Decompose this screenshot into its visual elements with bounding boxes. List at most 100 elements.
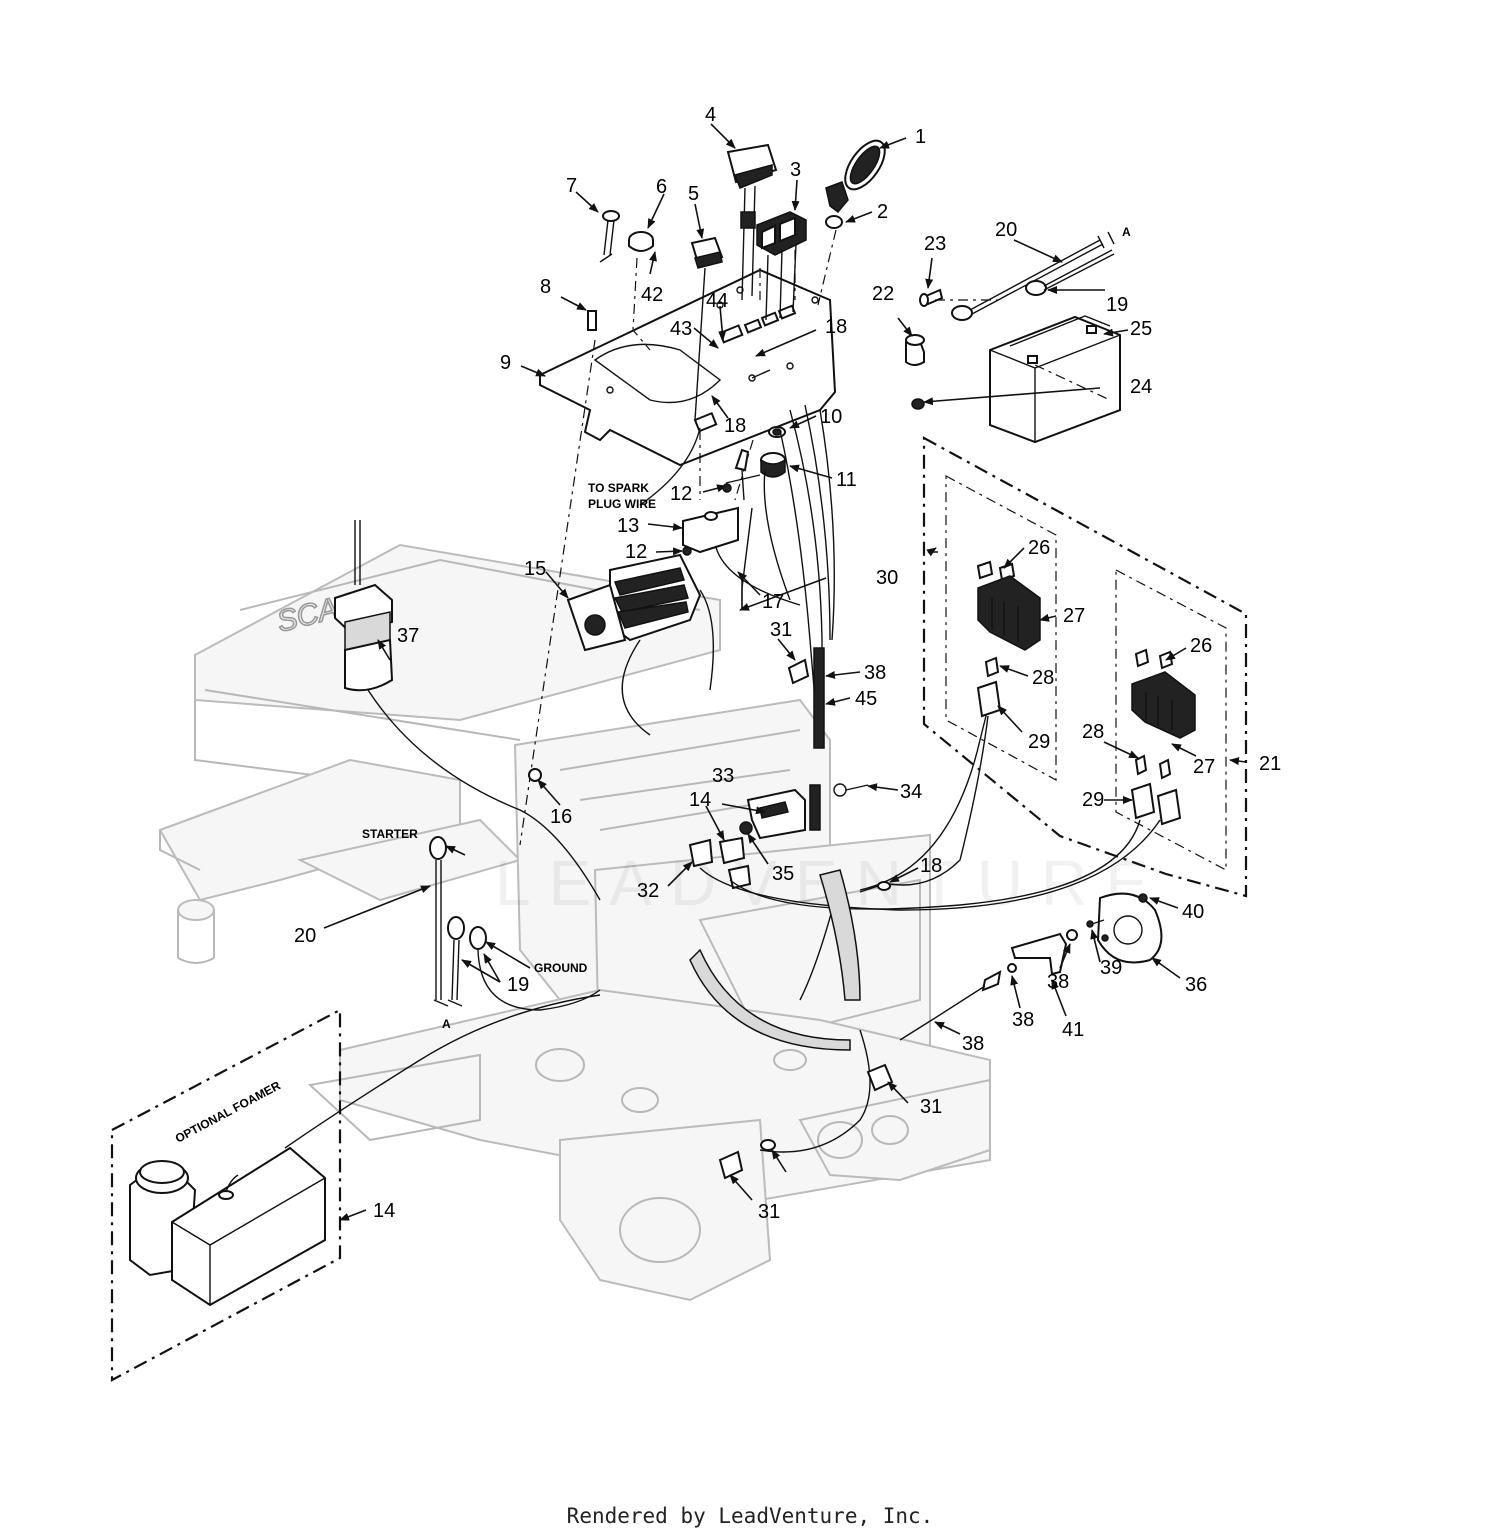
callout-20-lower: 20 bbox=[294, 925, 316, 947]
note-spark-line2: PLUG WIRE bbox=[588, 497, 656, 511]
callout-30: 30 bbox=[876, 567, 898, 589]
footer-credit: Rendered by LeadVenture, Inc. bbox=[566, 1504, 934, 1528]
callout-37: 37 bbox=[397, 625, 419, 647]
callout-31-mid: 31 bbox=[920, 1096, 942, 1118]
callout-9: 9 bbox=[500, 352, 511, 374]
callout-2: 2 bbox=[877, 201, 888, 223]
spark-plug-wire bbox=[639, 427, 701, 506]
callout-31-upper: 31 bbox=[770, 619, 792, 641]
battery-cables-upper bbox=[951, 231, 1115, 321]
frame-nut bbox=[528, 768, 542, 782]
callout-15: 15 bbox=[524, 558, 546, 580]
callout-28-right: 28 bbox=[1082, 721, 1104, 743]
callout-26-right: 26 bbox=[1190, 635, 1212, 657]
callout-5: 5 bbox=[688, 183, 699, 205]
note-ref-a-bottom: A bbox=[442, 1017, 451, 1031]
callout-23: 23 bbox=[924, 233, 946, 255]
callout-17: 17 bbox=[762, 591, 784, 613]
wiring-main bbox=[284, 699, 1161, 1153]
callout-22: 22 bbox=[872, 283, 894, 305]
callout-38-washer: 38 bbox=[1012, 1009, 1034, 1031]
optional-foamer-outline bbox=[110, 1008, 342, 1382]
callout-32: 32 bbox=[637, 880, 659, 902]
hour-meter bbox=[726, 143, 778, 301]
callout-29-left: 29 bbox=[1028, 731, 1050, 753]
callout-38-harness: 38 bbox=[864, 662, 886, 684]
callout-41: 41 bbox=[1062, 1019, 1084, 1041]
callout-36: 36 bbox=[1185, 974, 1207, 996]
note-starter: STARTER bbox=[362, 827, 418, 841]
note-spark-line1: TO SPARK bbox=[588, 481, 649, 495]
callout-28-left: 28 bbox=[1032, 667, 1054, 689]
callout-1: 1 bbox=[915, 126, 926, 148]
callout-25: 25 bbox=[1130, 318, 1152, 340]
callout-35: 35 bbox=[772, 863, 794, 885]
indicator-module bbox=[690, 236, 724, 421]
callout-19-upper: 19 bbox=[1106, 294, 1128, 316]
battery bbox=[989, 315, 1121, 444]
callout-18-panel-top: 18 bbox=[825, 316, 847, 338]
cable-mount-assembly bbox=[899, 892, 1163, 1041]
callout-4: 4 bbox=[705, 104, 716, 126]
grommet bbox=[768, 426, 786, 438]
callout-7: 7 bbox=[566, 175, 577, 197]
choke-cable bbox=[599, 210, 620, 263]
callout-29-right: 29 bbox=[1082, 789, 1104, 811]
callout-31-lower: 31 bbox=[758, 1201, 780, 1223]
callout-13: 13 bbox=[617, 515, 639, 537]
callout-27-right: 27 bbox=[1193, 756, 1215, 778]
callout-26-left: 26 bbox=[1028, 537, 1050, 559]
key-fob bbox=[825, 139, 886, 229]
callout-24: 24 bbox=[1130, 376, 1152, 398]
panel-bolt bbox=[587, 310, 597, 331]
callout-14-foamer: 14 bbox=[373, 1200, 395, 1222]
throttle-knob bbox=[628, 231, 654, 252]
callout-38-cable: 38 bbox=[962, 1033, 984, 1055]
callout-12-lower: 12 bbox=[625, 541, 647, 563]
callout-18-tower: 18 bbox=[920, 855, 942, 877]
callout-numbers: 1 2 3 4 5 6 7 8 9 10 11 12 12 13 14 14 1… bbox=[294, 104, 1281, 1223]
fuse-set-right bbox=[1130, 648, 1196, 826]
solution-tank bbox=[334, 520, 601, 901]
callout-19-lower: 19 bbox=[507, 974, 529, 996]
callout-18-panel-bottom: 18 bbox=[724, 415, 746, 437]
callout-11: 11 bbox=[836, 469, 857, 491]
callout-39: 39 bbox=[1100, 957, 1122, 979]
callout-3: 3 bbox=[790, 159, 801, 181]
pump-motor bbox=[566, 553, 715, 736]
bushing bbox=[760, 452, 786, 478]
cable-clips-lower bbox=[718, 1063, 894, 1180]
relay-set-left bbox=[889, 560, 1041, 886]
relay-kit-inner-outline bbox=[945, 474, 1057, 782]
callout-38-bracket: 38 bbox=[1047, 971, 1069, 993]
callout-27-left: 27 bbox=[1063, 605, 1085, 627]
callout-14-tower: 14 bbox=[689, 789, 711, 811]
tower-components bbox=[688, 783, 869, 890]
callout-10: 10 bbox=[820, 406, 842, 428]
callout-16: 16 bbox=[550, 806, 572, 828]
callout-34: 34 bbox=[900, 781, 922, 803]
cable-clip-upper bbox=[787, 658, 810, 685]
callout-44: 44 bbox=[706, 290, 728, 312]
callout-40: 40 bbox=[1182, 901, 1204, 923]
callout-43: 43 bbox=[670, 318, 692, 340]
tower-bolt bbox=[859, 881, 891, 893]
note-ground: GROUND bbox=[534, 961, 588, 975]
callout-45: 45 bbox=[855, 688, 877, 710]
callout-6: 6 bbox=[656, 176, 667, 198]
foamer-tank bbox=[129, 1146, 326, 1307]
wire-harness bbox=[713, 404, 835, 831]
callout-33: 33 bbox=[712, 765, 734, 787]
rocker-switches bbox=[756, 211, 807, 321]
control-panel bbox=[539, 268, 837, 467]
battery-hardware bbox=[905, 288, 1111, 410]
leader-lines bbox=[323, 123, 1247, 1221]
callout-8: 8 bbox=[540, 276, 551, 298]
callout-12-upper: 12 bbox=[670, 483, 692, 505]
note-ref-a-top: A bbox=[1122, 225, 1131, 239]
relay-kit-outline bbox=[922, 436, 1248, 898]
callout-42: 42 bbox=[641, 284, 663, 306]
callout-20-upper: 20 bbox=[995, 219, 1017, 241]
callout-21: 21 bbox=[1259, 753, 1281, 775]
